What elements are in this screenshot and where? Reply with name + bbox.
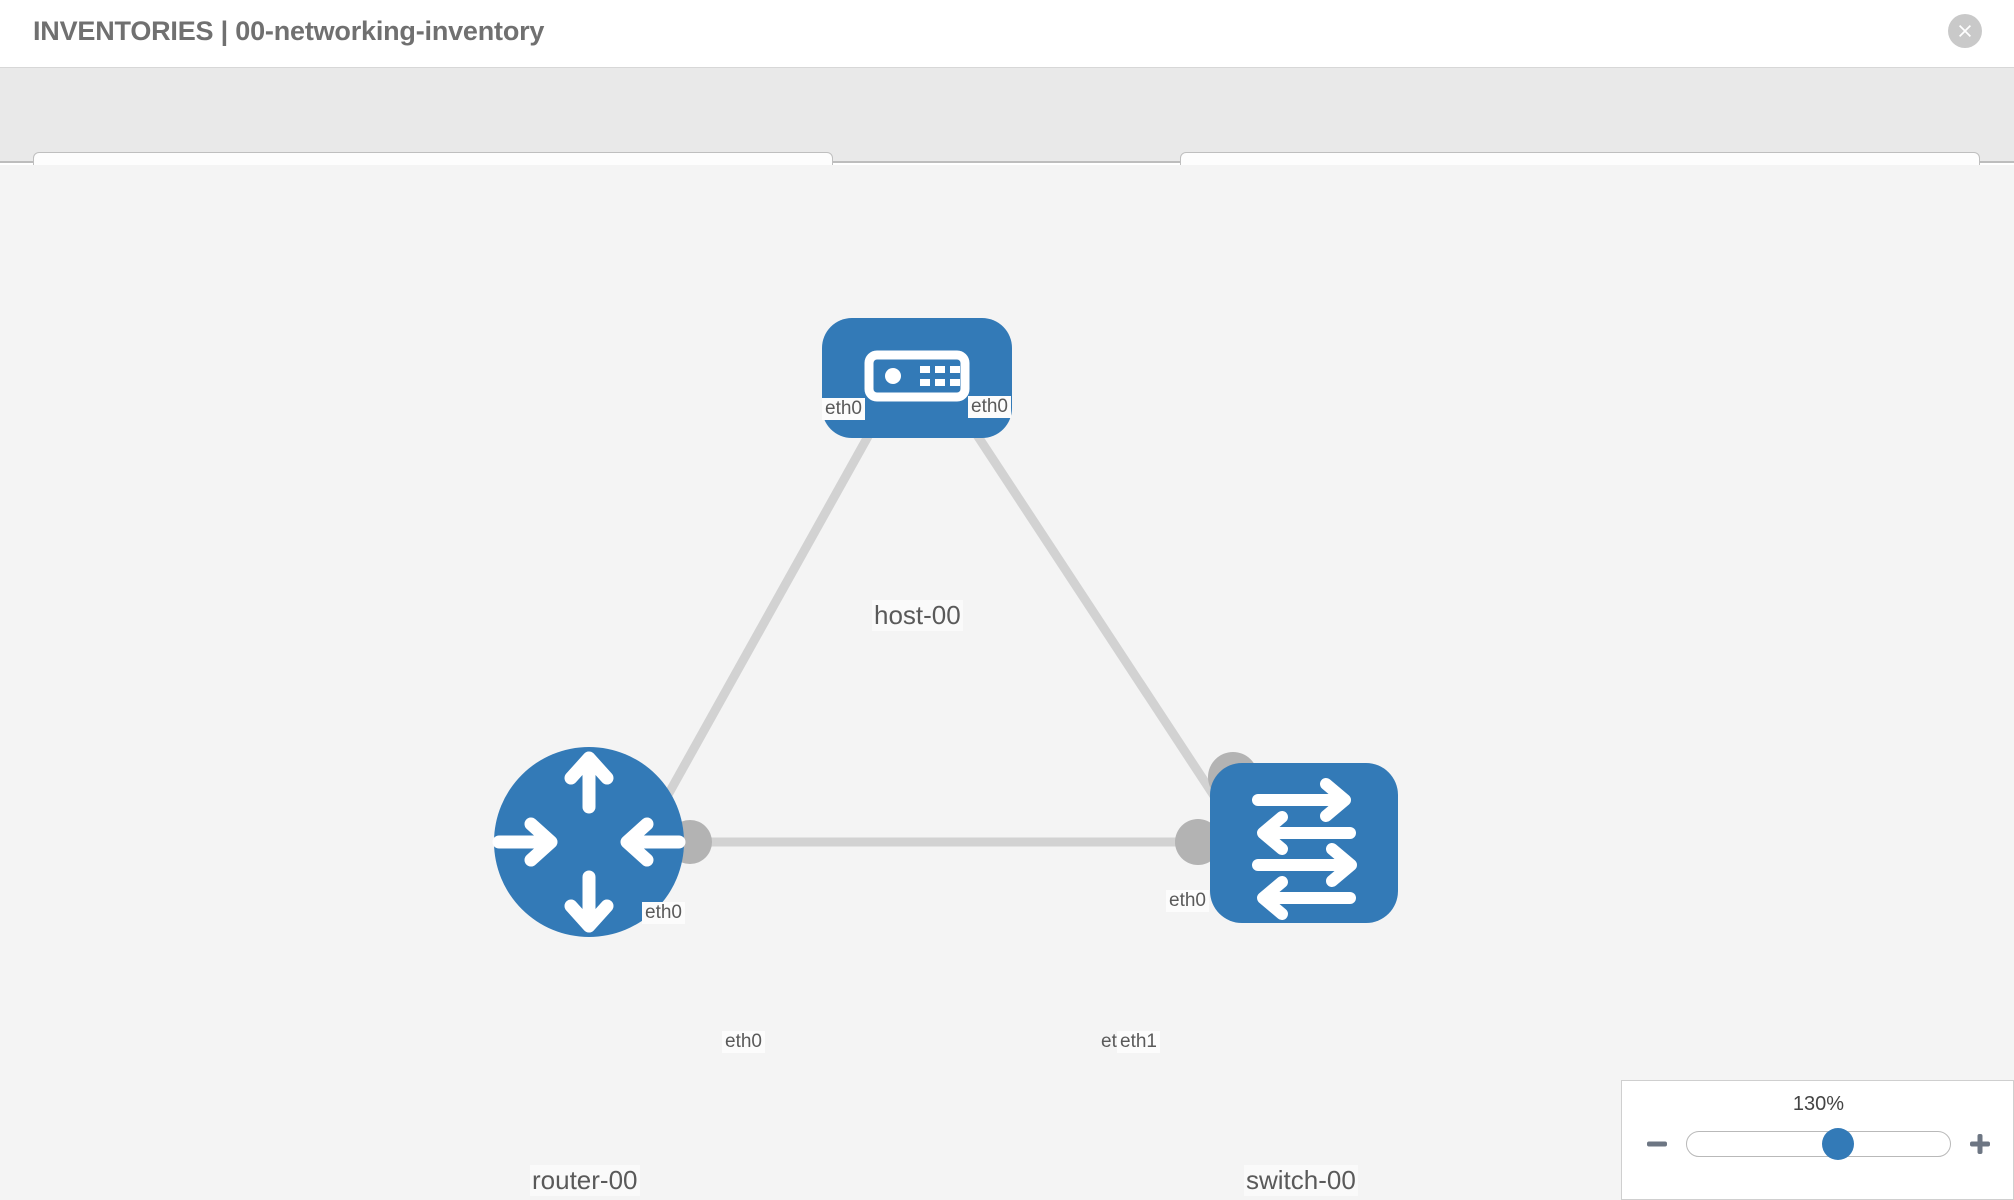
topology-ports bbox=[668, 371, 1258, 865]
node-host-00[interactable] bbox=[822, 318, 1012, 438]
zoom-slider[interactable] bbox=[1686, 1128, 1951, 1160]
node-switch-00[interactable] bbox=[1210, 763, 1398, 923]
edge-label: eth0 bbox=[722, 1031, 765, 1053]
node-label-switch: switch-00 bbox=[1244, 1165, 1358, 1196]
port-switch-left[interactable] bbox=[1175, 819, 1221, 865]
page-header: INVENTORIES | 00-networking-inventory bbox=[0, 0, 2014, 68]
node-label-router: router-00 bbox=[530, 1165, 640, 1196]
zoom-slider-thumb[interactable] bbox=[1822, 1128, 1855, 1160]
edge-label: eth0 bbox=[968, 396, 1011, 418]
edge-label: eth0 bbox=[1166, 890, 1209, 912]
topology-links bbox=[636, 394, 1249, 848]
zoom-out-button[interactable] bbox=[1640, 1127, 1674, 1161]
close-icon[interactable] bbox=[1948, 14, 1982, 48]
edge-label: eth1 bbox=[1117, 1031, 1160, 1053]
zoom-in-button[interactable] bbox=[1963, 1127, 1997, 1161]
page-title: INVENTORIES | 00-networking-inventory bbox=[33, 16, 545, 46]
toolbar: ACTIONS SEARCH bbox=[0, 68, 2014, 204]
link-host-router[interactable] bbox=[636, 394, 894, 848]
node-label-host: host-00 bbox=[872, 600, 963, 631]
topology-canvas[interactable]: eth0 eth0 eth0 eth0 eth0 eth0 eth1 host-… bbox=[0, 165, 2014, 1200]
edge-label: eth0 bbox=[822, 398, 865, 420]
edge-label: eth0 bbox=[642, 902, 685, 924]
zoom-level-value: 130% bbox=[1792, 1093, 1845, 1115]
node-router-00[interactable] bbox=[492, 747, 686, 937]
link-host-switch[interactable] bbox=[948, 394, 1249, 846]
zoom-panel: 130% bbox=[1621, 1080, 2014, 1200]
topology-graph bbox=[492, 318, 1398, 937]
